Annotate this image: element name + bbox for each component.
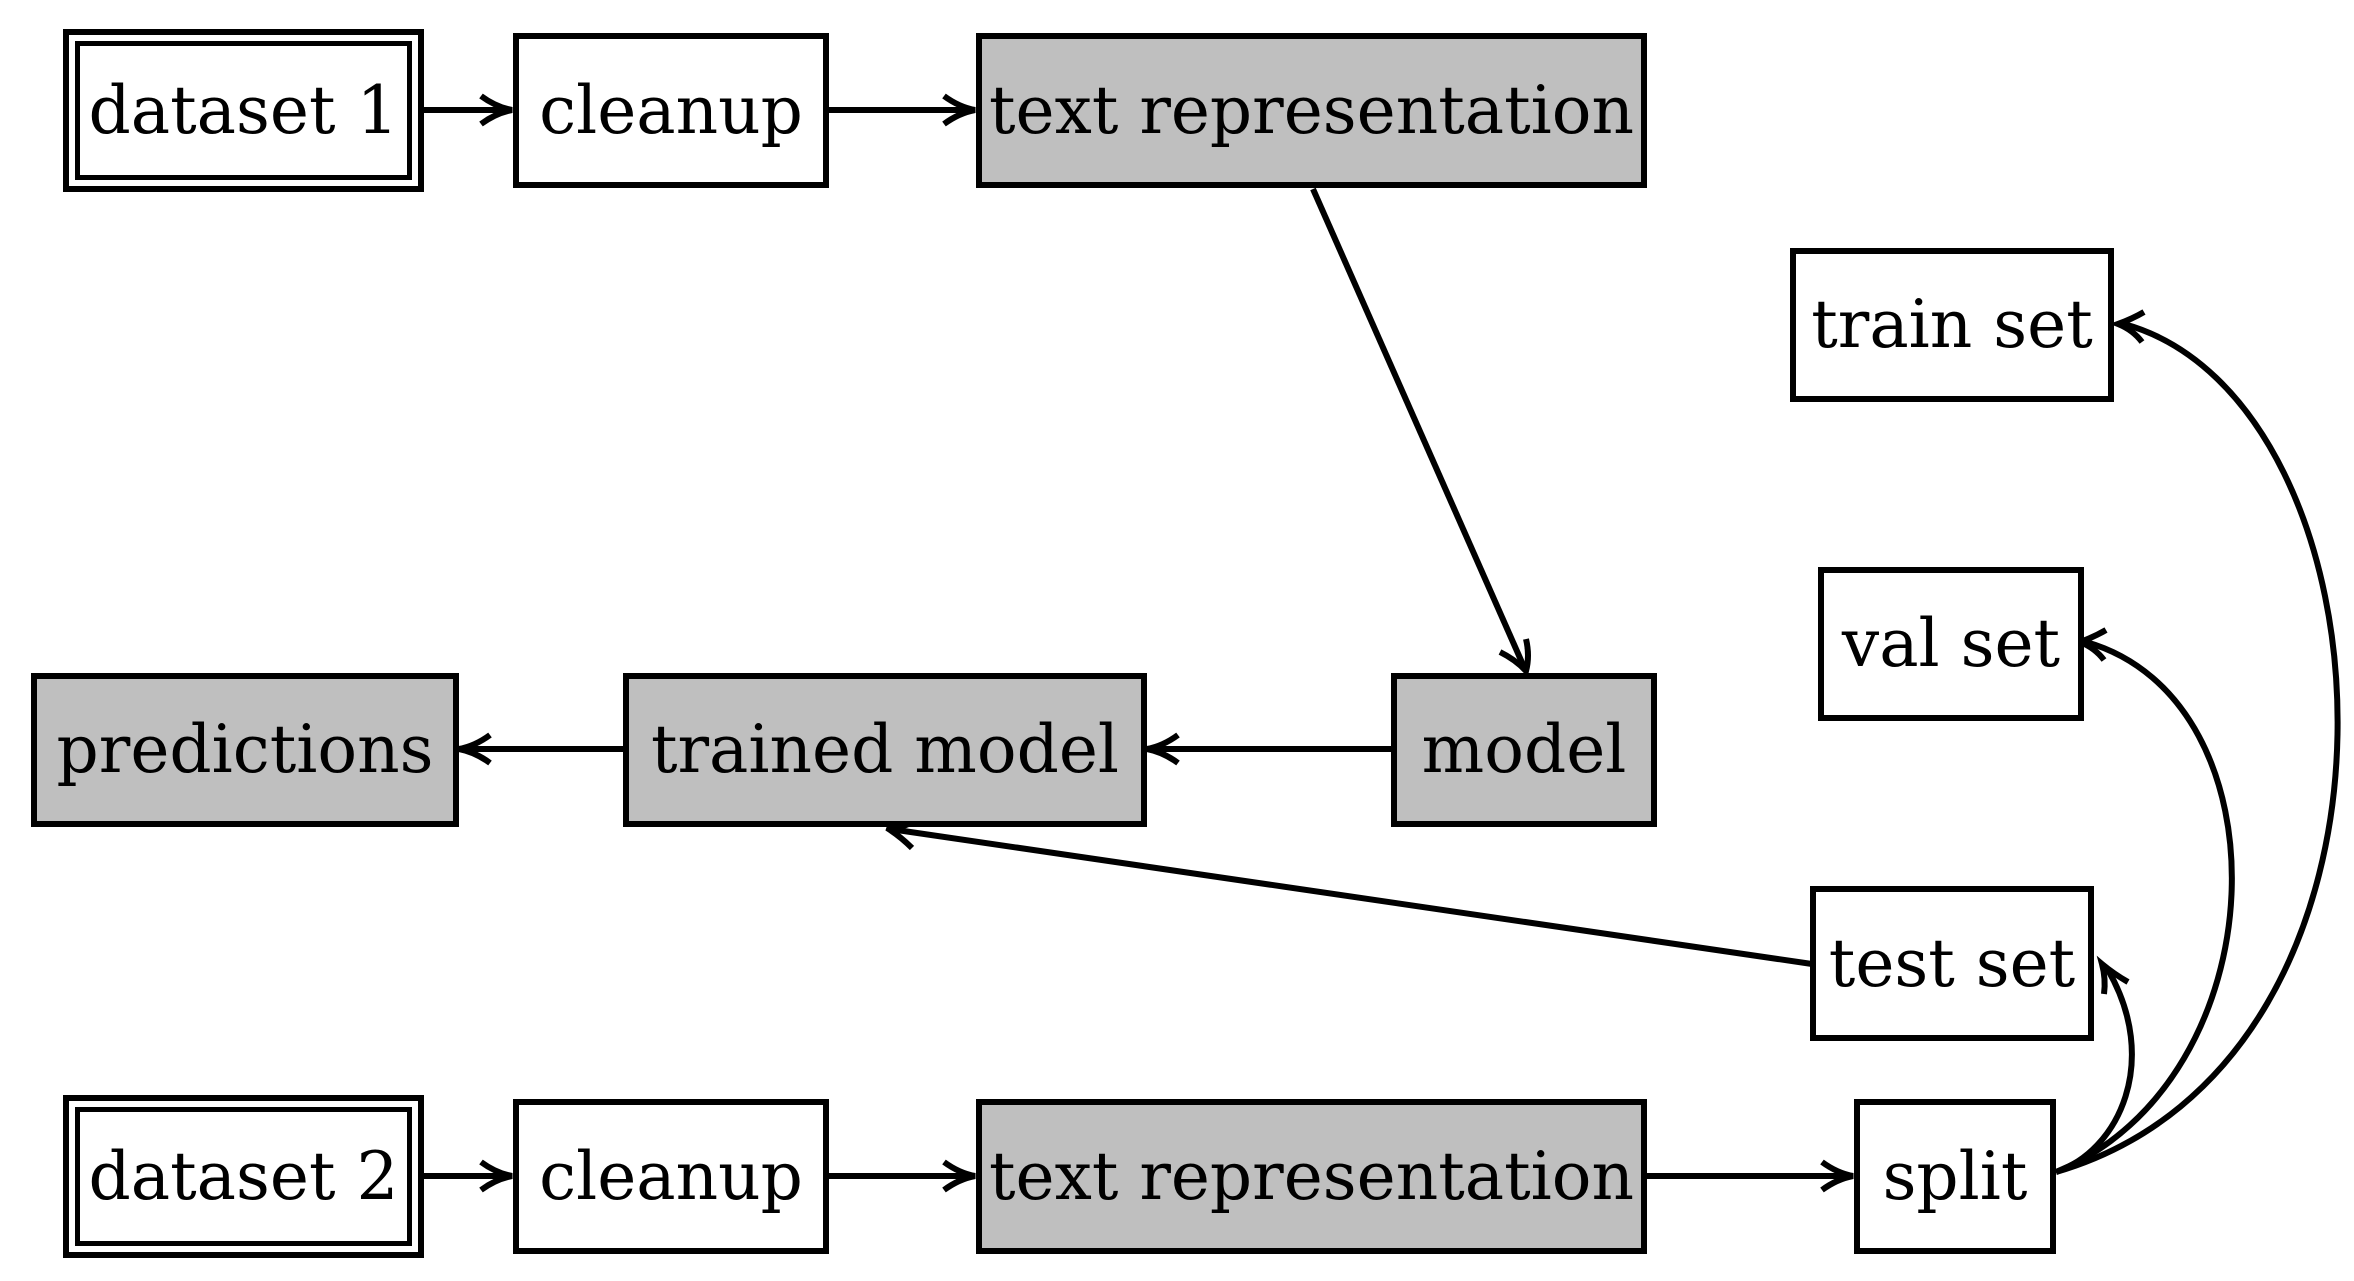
node-split-label: split [1882, 1137, 2028, 1215]
node-predictions: predictions [31, 673, 459, 827]
node-train-set-label: train set [1811, 286, 2093, 363]
node-dataset-1: dataset 1 [63, 29, 424, 192]
node-text-representation-1: text representation [976, 33, 1647, 188]
arrowhead-model [1498, 638, 1531, 678]
node-text-representation-2: text representation [976, 1099, 1647, 1254]
node-cleanup-2: cleanup [513, 1099, 829, 1254]
arrowhead-textrep1-top [942, 93, 976, 127]
arrowhead-split [1820, 1159, 1854, 1193]
edge-test-set-trained-model [889, 826, 1813, 967]
node-dataset-1-label: dataset 1 [88, 71, 399, 149]
arrowhead-train-set [2109, 309, 2146, 344]
edge-split-val-set [2054, 639, 2235, 1175]
arrowhead-trained-model-right [1146, 732, 1180, 766]
node-val-set: val set [1818, 567, 2084, 721]
node-trained-model: trained model [623, 673, 1147, 827]
arrowhead-cleanup1-top [479, 93, 513, 127]
node-model: model [1391, 673, 1657, 827]
node-val-set-label: val set [1841, 605, 2061, 682]
node-dataset-2: dataset 2 [63, 1095, 424, 1258]
node-trained-model-label: trained model [650, 711, 1120, 788]
node-train-set: train set [1790, 248, 2114, 402]
node-cleanup-1: cleanup [513, 33, 829, 188]
node-test-set: test set [1810, 886, 2094, 1041]
arrowhead-predictions [458, 732, 492, 766]
edge-split-train-set [2055, 321, 2341, 1175]
edge-textrep1-model [1310, 187, 1527, 669]
arrowhead-cleanup2 [479, 1159, 513, 1193]
node-text-representation-1-label: text representation [989, 71, 1634, 149]
arrowhead-textrep2 [942, 1159, 976, 1193]
node-model-label: model [1421, 711, 1627, 788]
node-cleanup-2-label: cleanup [539, 1137, 803, 1215]
node-predictions-label: predictions [56, 711, 434, 788]
node-cleanup-1-label: cleanup [539, 71, 803, 149]
arrowhead-test-set [2096, 955, 2130, 995]
node-text-representation-2-label: text representation [989, 1137, 1634, 1215]
node-dataset-2-label: dataset 2 [88, 1137, 399, 1215]
node-test-set-label: test set [1828, 924, 2076, 1002]
node-split: split [1854, 1099, 2056, 1254]
